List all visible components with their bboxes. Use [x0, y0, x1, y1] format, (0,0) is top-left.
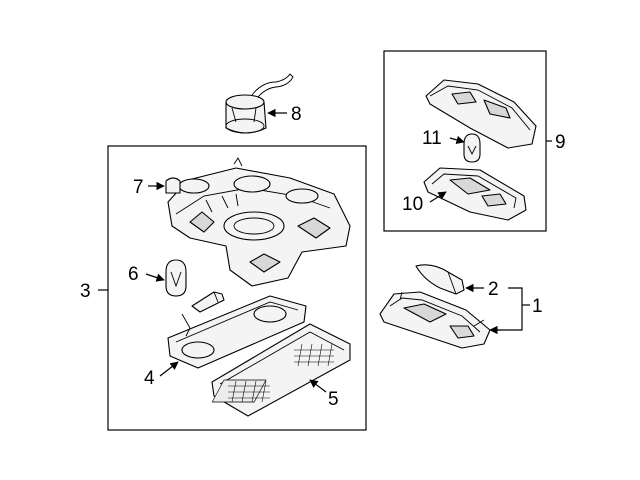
callout-1: 1 — [532, 296, 543, 317]
callout-6: 6 — [128, 264, 139, 285]
part-2-bulb[interactable] — [415, 264, 465, 295]
callout-11: 11 — [422, 128, 442, 149]
callout-5: 5 — [328, 389, 339, 410]
assembly-frame-3 — [107, 145, 367, 431]
leader-5 — [309, 379, 327, 393]
callout-4: 4 — [144, 368, 155, 389]
callout-2: 2 — [488, 279, 499, 300]
wedge-lamp[interactable] — [191, 291, 225, 313]
part-3-console-housing[interactable] — [167, 157, 351, 287]
part-7-clip[interactable] — [165, 177, 181, 194]
part-8-socket[interactable] — [225, 73, 294, 134]
callout-8: 8 — [291, 104, 302, 125]
part-6-bulb[interactable] — [165, 259, 187, 297]
callout-10: 10 — [402, 194, 423, 215]
part-9-map-lamp[interactable] — [425, 79, 537, 149]
leader-1-bracket — [494, 287, 523, 331]
leader-6 — [145, 273, 165, 282]
leader-10 — [429, 191, 447, 203]
callout-7: 7 — [133, 177, 144, 198]
part-1-lamp-assembly[interactable] — [379, 291, 491, 349]
part-5-panel[interactable] — [211, 323, 351, 417]
part-11-bulb[interactable] — [463, 133, 481, 163]
leader-11 — [449, 135, 465, 144]
callout-3: 3 — [80, 281, 91, 302]
callout-9: 9 — [555, 132, 566, 153]
part-10-lens[interactable] — [423, 167, 527, 221]
leader-4 — [159, 361, 179, 377]
part-4-lens[interactable] — [167, 295, 307, 369]
